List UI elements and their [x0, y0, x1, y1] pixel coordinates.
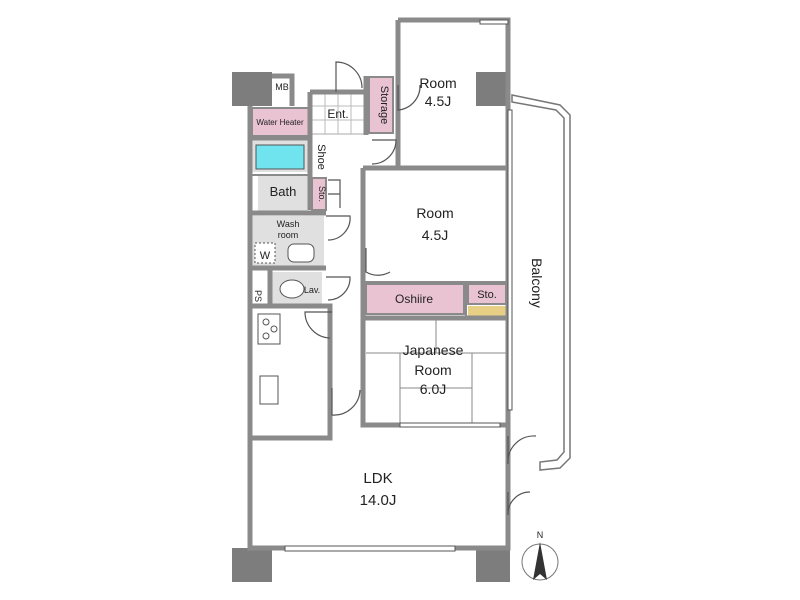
window — [507, 109, 513, 411]
ldk-size: 14.0J — [360, 492, 397, 509]
ps-label: PS — [253, 290, 263, 302]
storage-label: Storage — [378, 86, 390, 125]
compass-north-label: N — [537, 530, 544, 540]
oshiire-label: Oshiire — [395, 292, 433, 306]
washer-space — [254, 242, 276, 264]
column — [232, 72, 272, 106]
entrance-grid — [312, 92, 364, 134]
column — [476, 548, 510, 582]
kitchen-sink-icon — [259, 375, 279, 405]
room-north-name: Room — [419, 75, 456, 91]
bath-area — [258, 175, 308, 211]
mb-label: MB — [275, 82, 289, 92]
sto-label: Sto. — [317, 186, 327, 202]
bath-label: Bath — [270, 184, 297, 199]
ldk-name: LDK — [363, 470, 392, 487]
lav-label: Lav. — [304, 285, 320, 295]
storage-closet — [368, 76, 394, 134]
door-swings — [304, 61, 537, 516]
closet-shelf — [468, 306, 506, 318]
room-middle-size: 4.5J — [422, 227, 448, 243]
column — [232, 548, 272, 582]
toilet-icon — [279, 279, 305, 299]
japanese-room-name: Room — [414, 362, 451, 378]
oshiire-closet — [365, 283, 465, 315]
japanese-room-name: Japanese — [403, 342, 464, 358]
window — [284, 545, 456, 552]
shoe-label: Shoe — [315, 144, 327, 170]
sink-icon — [287, 243, 315, 263]
tatami-mats — [366, 320, 506, 423]
wash-room-label: room — [278, 230, 299, 240]
wash-room-label: Wash — [277, 219, 300, 229]
sto-label: Sto. — [477, 289, 497, 301]
japanese-room-size: 6.0J — [420, 381, 446, 397]
room-middle-name: Room — [416, 205, 453, 221]
bathtub — [255, 144, 305, 170]
washer-label: W — [260, 250, 271, 262]
window — [399, 422, 501, 428]
room-north-size: 4.5J — [425, 93, 451, 109]
compass-icon: N — [521, 530, 559, 581]
balcony-label: Balcony — [529, 258, 545, 308]
column — [476, 72, 510, 106]
water-heater-label: Water Heater — [256, 118, 304, 127]
entrance-label: Ent. — [327, 107, 348, 121]
balcony-rail — [511, 94, 571, 471]
